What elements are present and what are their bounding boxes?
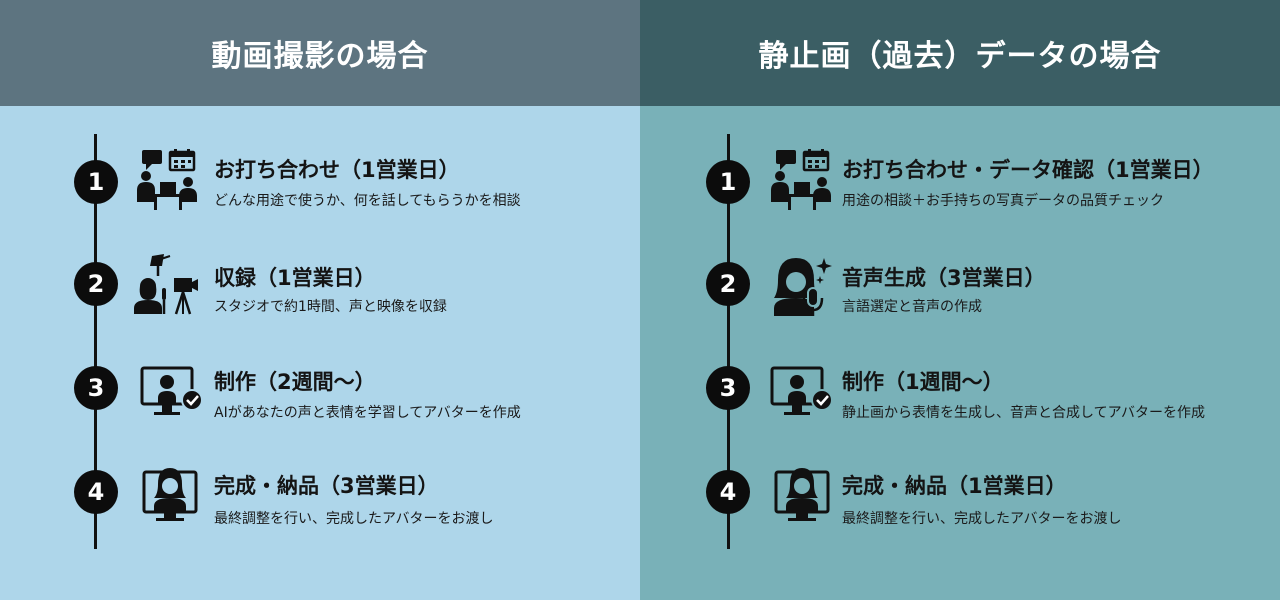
panel-title: 動画撮影の場合	[0, 0, 640, 106]
step-title: 制作（2週間〜）	[214, 370, 376, 394]
step-title: 完成・納品（1営業日）	[842, 474, 1067, 498]
step-title: 収録（1営業日）	[214, 266, 376, 290]
voice-generation-icon	[770, 254, 834, 318]
step-title: お打ち合わせ（1営業日）	[214, 158, 460, 182]
step-description: どんな用途で使うか、何を話してもらうかを相談	[214, 193, 521, 209]
step-title: お打ち合わせ・データ確認（1営業日）	[842, 158, 1214, 182]
timeline-line	[94, 134, 97, 549]
avatar-monitor-check-icon	[770, 362, 834, 426]
step-3: 3 制作（1週間〜） 静止画から表情を生成し、音声と合成してアバターを作成	[640, 348, 1280, 428]
step-1: 1 お打ち合わせ	[640, 142, 1280, 222]
step-description: AIがあなたの声と表情を学習してアバターを作成	[214, 405, 521, 421]
step-4: 4 完成・納品（3営業日） 最終調整を行い、完成したアバターをお渡し	[0, 452, 640, 532]
step-number: 4	[74, 470, 118, 514]
step-2: 2 音声生成（3営業日） 言語選定と音声の作成	[640, 244, 1280, 324]
step-title: 完成・納品（3営業日）	[214, 474, 439, 498]
step-description: 用途の相談＋お手持ちの写真データの品質チェック	[842, 193, 1164, 209]
meeting-icon	[768, 148, 832, 212]
step-number: 1	[74, 160, 118, 204]
step-title: 制作（1週間〜）	[842, 370, 1004, 394]
step-description: 言語選定と音声の作成	[842, 299, 982, 315]
avatar-monitor-icon	[138, 462, 202, 526]
avatar-monitor-check-icon	[140, 362, 204, 426]
step-2: 2 収録（1営業日） スタ	[0, 244, 640, 324]
recording-studio-icon	[134, 252, 198, 316]
step-number: 4	[706, 470, 750, 514]
step-4: 4 完成・納品（1営業日） 最終調整を行い、完成したアバターをお渡し	[640, 452, 1280, 532]
step-3: 3 制作（2週間〜） AIがあなたの声と表情を学習してアバターを作成	[0, 348, 640, 428]
step-description: 最終調整を行い、完成したアバターをお渡し	[842, 511, 1122, 527]
step-number: 2	[74, 262, 118, 306]
meeting-icon	[134, 148, 198, 212]
step-description: 静止画から表情を生成し、音声と合成してアバターを作成	[842, 405, 1206, 421]
step-1: 1 お打ち合わせ	[0, 142, 640, 222]
video-shooting-panel: 動画撮影の場合 1	[0, 0, 640, 600]
step-number: 3	[706, 366, 750, 410]
step-title: 音声生成（3営業日）	[842, 266, 1046, 290]
panel-title: 静止画（過去）データの場合	[640, 0, 1280, 106]
step-description: 最終調整を行い、完成したアバターをお渡し	[214, 511, 494, 527]
avatar-monitor-icon	[770, 462, 834, 526]
step-description: スタジオで約1時間、声と映像を収録	[214, 299, 447, 315]
step-number: 3	[74, 366, 118, 410]
step-number: 1	[706, 160, 750, 204]
timeline-line	[727, 134, 730, 549]
still-image-panel: 静止画（過去）データの場合 1	[640, 0, 1280, 600]
step-number: 2	[706, 262, 750, 306]
